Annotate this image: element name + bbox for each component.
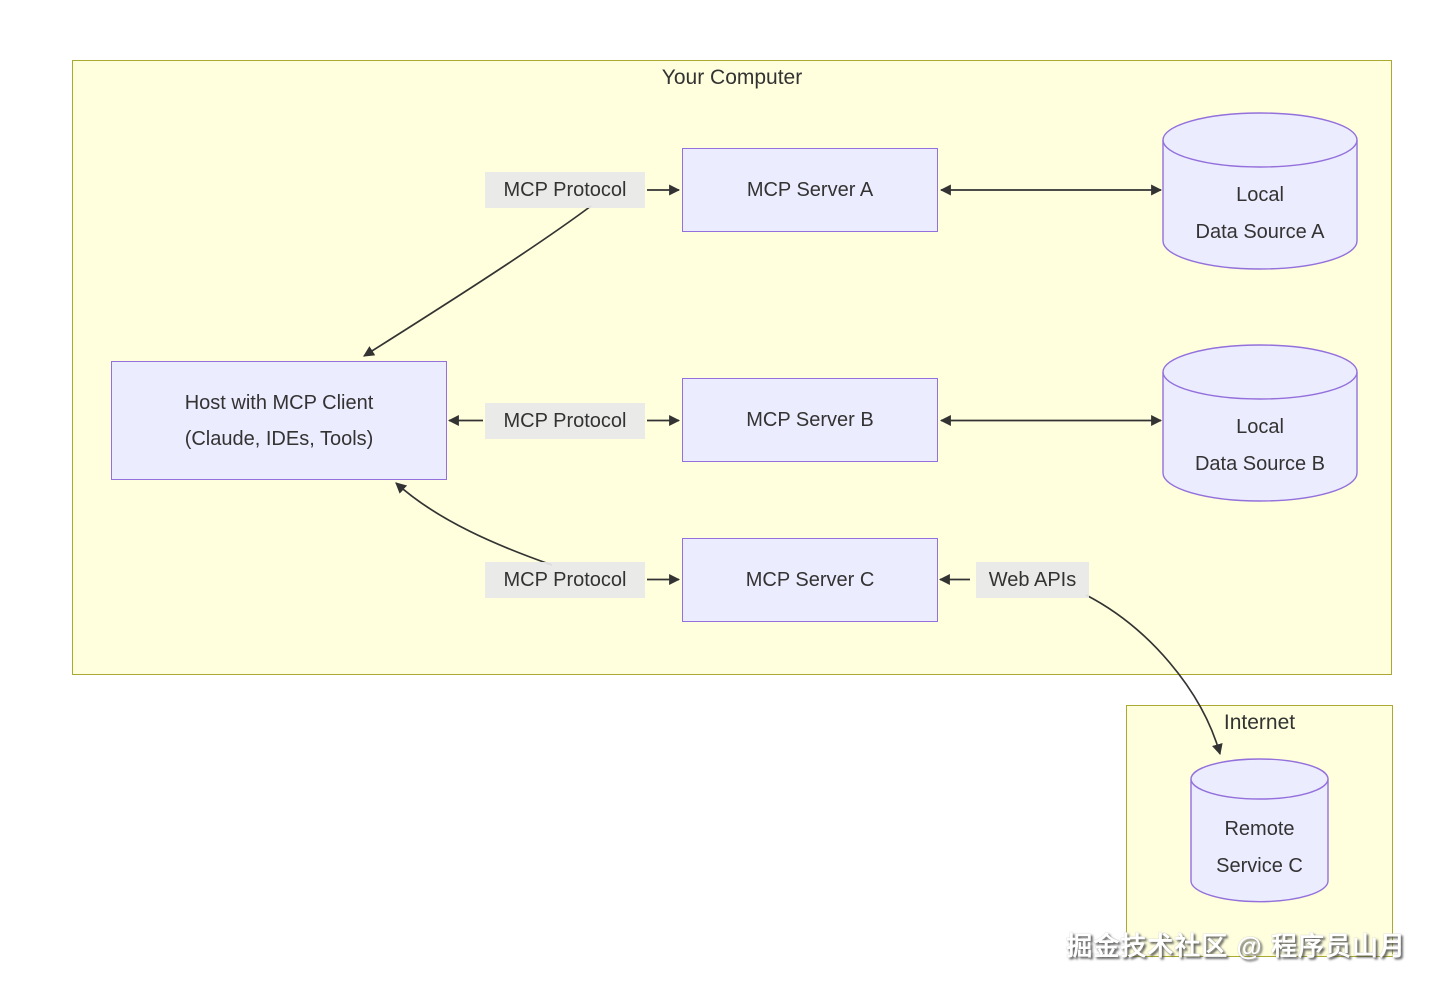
node-host-with-mcp-client: Host with MCP Client (Claude, IDEs, Tool… bbox=[111, 361, 447, 480]
your-computer-title: Your Computer bbox=[661, 66, 803, 89]
edge-label-mcp-protocol-c: MCP Protocol bbox=[485, 562, 645, 598]
cylinder-remote-service-c bbox=[1190, 758, 1329, 903]
node-mcp-server-b: MCP Server B bbox=[682, 378, 938, 462]
node-mcp-server-c: MCP Server C bbox=[682, 538, 938, 622]
edge-label-mcp-protocol-b: MCP Protocol bbox=[485, 403, 645, 439]
watermark-text: 掘金技术社区 @ 程序员山月 bbox=[1066, 931, 1406, 961]
cylinder-local-data-source-a bbox=[1162, 112, 1358, 270]
edge-label-web-apis: Web APIs bbox=[976, 562, 1089, 598]
node-mcp-server-a: MCP Server A bbox=[682, 148, 938, 232]
label-remote-service-c: Remote Service C bbox=[1216, 818, 1303, 877]
label-local-data-source-a: Local Data Source A bbox=[1195, 184, 1325, 243]
internet-title: Internet bbox=[1223, 711, 1296, 734]
edge-label-mcp-protocol-a: MCP Protocol bbox=[485, 172, 645, 208]
label-local-data-source-b: Local Data Source B bbox=[1194, 416, 1326, 475]
cylinder-local-data-source-b bbox=[1162, 344, 1358, 502]
